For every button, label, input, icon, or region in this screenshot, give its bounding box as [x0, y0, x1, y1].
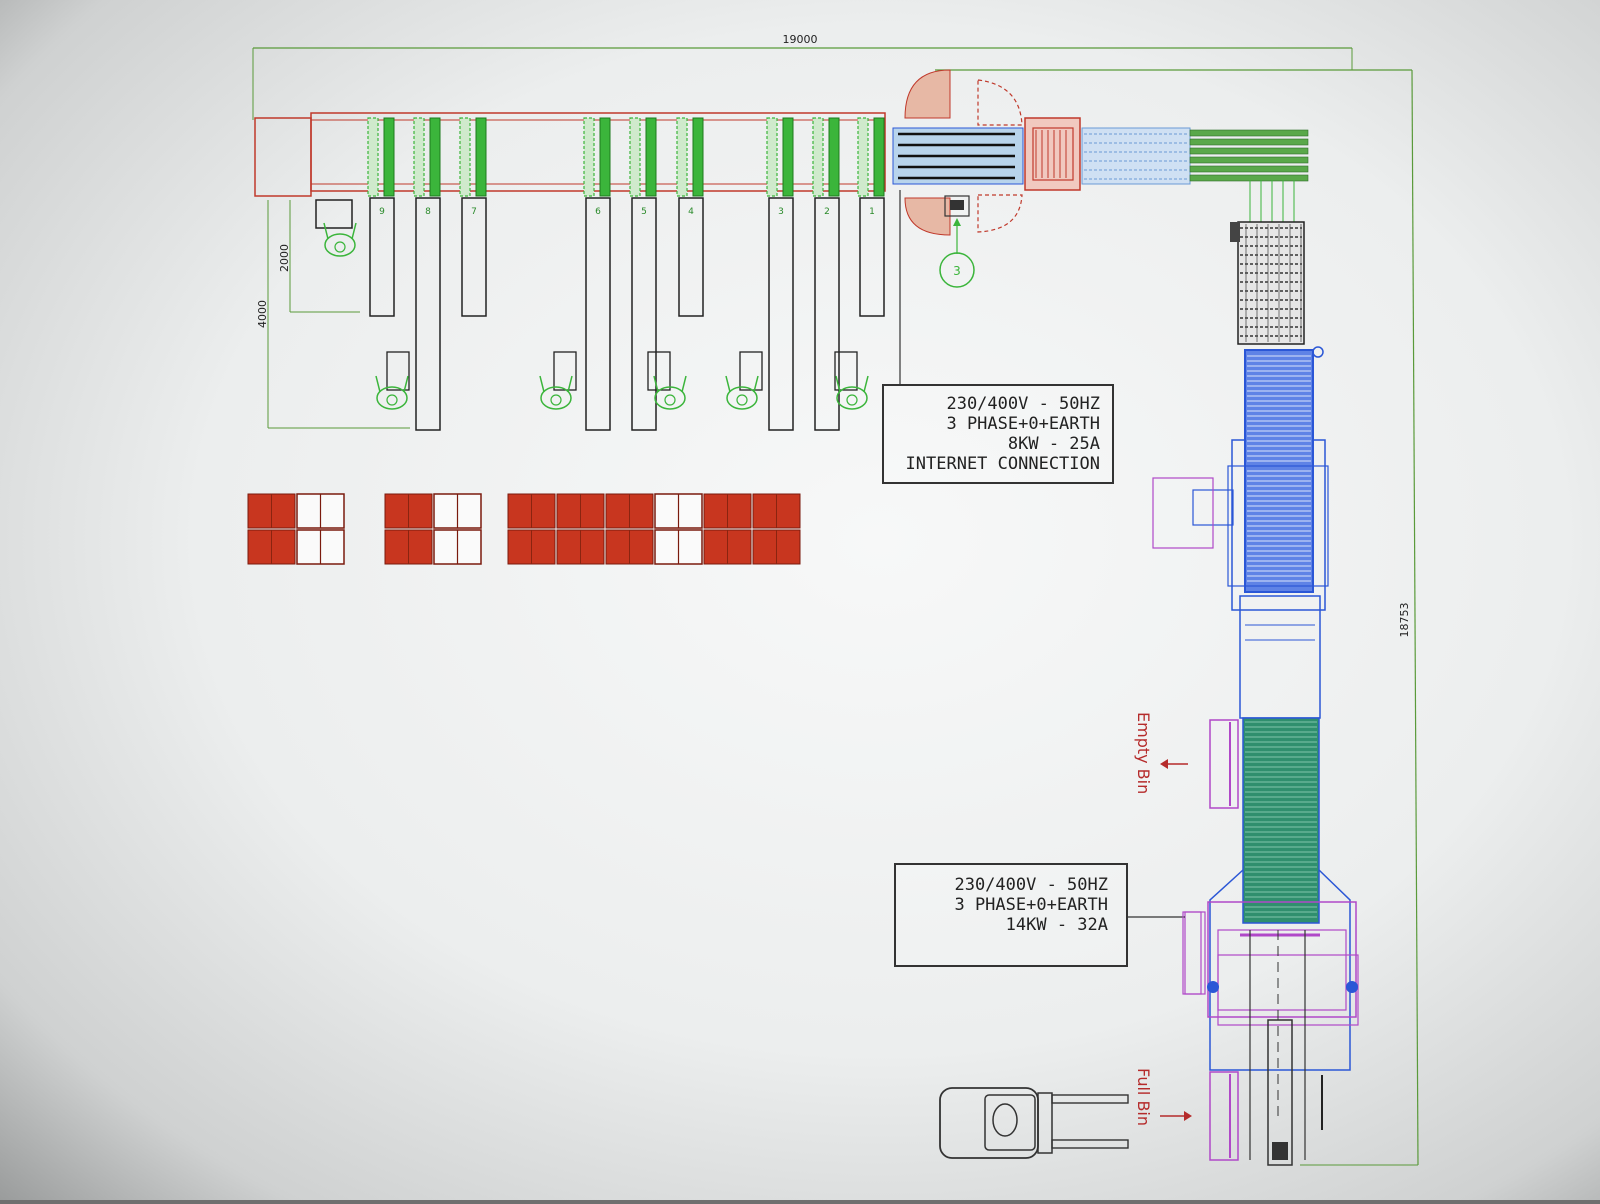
green-connectors [1249, 180, 1295, 222]
diverter-3 [766, 117, 778, 197]
chute-3 [768, 197, 794, 431]
power-box-filler-line2: 3 PHASE+0+EARTH [954, 895, 1108, 915]
empty-bin-label: Empty Bin [1134, 712, 1153, 795]
operator-1 [323, 222, 357, 257]
lane-label-5: 5 [641, 207, 647, 217]
transfer-conveyor [1081, 127, 1191, 185]
bin-filler [1184, 901, 1359, 1166]
lane-label-6: 6 [595, 207, 601, 217]
diverter-paddle-2 [828, 117, 840, 197]
diverter-paddle-3 [782, 117, 794, 197]
diverter-paddle-4 [692, 117, 704, 197]
chute-8 [415, 197, 441, 431]
chute-9 [369, 197, 395, 317]
lane-label-4: 4 [688, 207, 694, 217]
diverter-5 [629, 117, 641, 197]
sorting-lanes [315, 117, 885, 431]
diverter-paddle-8 [429, 117, 441, 197]
lane-label-8: 8 [425, 207, 431, 217]
overall-height-label: 18753 [1398, 603, 1411, 638]
diverter-paddle-1 [873, 117, 885, 197]
power-box-sorter-line2: 3 PHASE+0+EARTH [946, 414, 1100, 434]
power-box-filler-line1: 230/400V - 50HZ [954, 875, 1108, 895]
forklift [939, 1087, 1129, 1159]
packing-table-4 [739, 351, 763, 391]
bin-track [1239, 595, 1321, 719]
operator-5 [725, 375, 759, 410]
diverter-paddle-7 [475, 117, 487, 197]
side-cabinet [1152, 477, 1214, 549]
lane-label-2: 2 [824, 207, 830, 217]
lane-label-9: 9 [379, 207, 385, 217]
operator-4 [653, 375, 687, 410]
power-box-sorter-line3: 8KW - 25A [1007, 434, 1100, 454]
lane-label-3: 3 [778, 207, 784, 217]
power-box-filler-line3: 14KW - 32A [1005, 915, 1108, 935]
operator-2 [375, 375, 409, 410]
power-box-filler: 230/400V - 50HZ 3 PHASE+0+EARTH 14KW - 3… [894, 863, 1128, 967]
lane-label-1: 1 [869, 207, 875, 217]
diverter-paddle-5 [645, 117, 657, 197]
lane-number-labels: 1 2 3 4 5 6 7 8 9 [379, 207, 875, 217]
diverter-8 [413, 117, 425, 197]
diverter-paddle-9 [383, 117, 395, 197]
packing-table-2 [553, 351, 577, 391]
side-dim-4000: 4000 [256, 300, 269, 328]
feeder-unit [892, 69, 1024, 236]
power-box-sorter-line4: INTERNET CONNECTION [905, 454, 1100, 474]
overall-width-label: 19000 [783, 33, 818, 46]
diverter-6 [583, 117, 595, 197]
reject-box [315, 199, 353, 229]
diverter-9 [367, 117, 379, 197]
side-dim-2000: 2000 [278, 244, 291, 272]
marker-3-label: 3 [953, 264, 961, 278]
chute-2 [814, 197, 840, 431]
side-dimensions: 2000 4000 [256, 200, 410, 429]
power-box-sorter-line1: 230/400V - 50HZ [946, 394, 1100, 414]
chute-1 [859, 197, 885, 317]
diverter-4 [676, 117, 688, 197]
full-bin-label: Full Bin [1134, 1068, 1153, 1127]
operator-3 [539, 375, 573, 410]
green-belts [1189, 129, 1309, 182]
hopper [1024, 117, 1081, 191]
bin-elevator [1230, 221, 1305, 345]
overall-height-dimension: 18753 [935, 69, 1419, 1166]
packing-table-1 [386, 351, 410, 391]
chute-4 [678, 197, 704, 317]
power-box-sorter: 230/400V - 50HZ 3 PHASE+0+EARTH 8KW - 25… [882, 384, 1114, 484]
full-bin-pallet [1209, 1071, 1323, 1161]
diverter-7 [459, 117, 471, 197]
pallet-row [247, 493, 801, 565]
packing-table-5 [834, 351, 858, 391]
chute-5 [631, 197, 657, 431]
diverter-paddle-6 [599, 117, 611, 197]
overall-width-dimension: 19000 [252, 33, 1353, 120]
lane-label-7: 7 [471, 207, 477, 217]
operators [323, 222, 869, 410]
empty-bin-conveyor [1209, 717, 1351, 1071]
diverter-2 [812, 117, 824, 197]
operator-6 [835, 375, 869, 410]
marker-3: 3 [939, 218, 975, 288]
diverter-1 [857, 117, 869, 197]
packing-table-3 [647, 351, 671, 391]
chute-7 [461, 197, 487, 317]
chute-6 [585, 197, 611, 431]
empty-bin-pallet [1209, 719, 1239, 809]
